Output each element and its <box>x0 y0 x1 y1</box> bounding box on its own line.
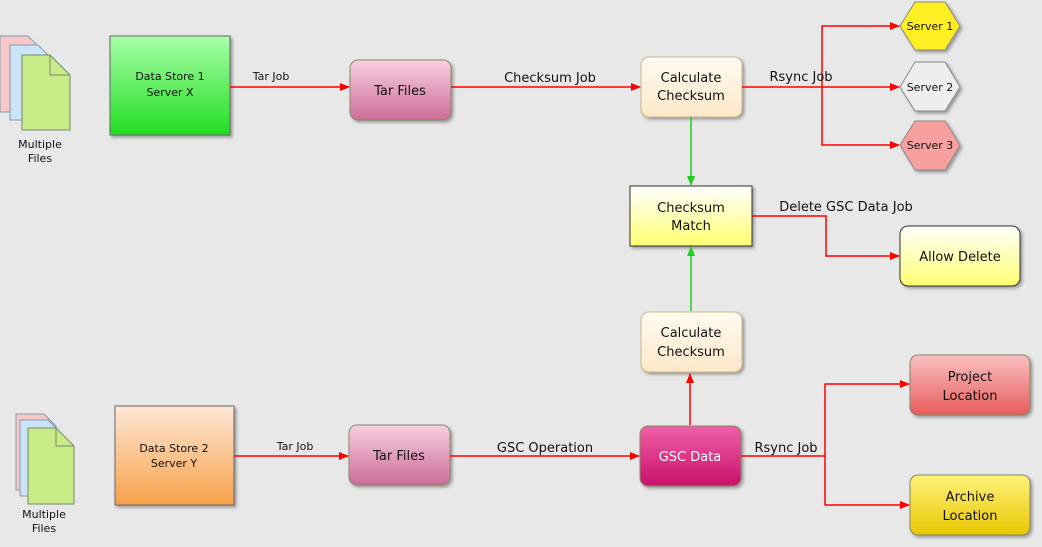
data-store-1-line2: Server X <box>146 86 194 99</box>
server-2-hexagon <box>899 61 961 112</box>
checksum-match-box <box>629 185 753 247</box>
multiple-files-bottom-icon <box>15 413 75 505</box>
server-1-hexagon <box>899 1 961 51</box>
edge-rsync-server-3 <box>821 87 900 149</box>
archive-location-line2: Location <box>943 509 998 524</box>
data-store-2-box <box>114 405 235 506</box>
tar-files-top-label: Tar Files <box>373 84 426 99</box>
checksum-match-line2: Match <box>671 219 711 234</box>
data-store-2-line1: Data Store 2 <box>139 442 208 455</box>
data-store-2-line2: Server Y <box>151 457 198 470</box>
data-store-1-line1: Data Store 1 <box>135 70 204 83</box>
label-delete-gsc-data-job: Delete GSC Data Job <box>779 200 913 215</box>
multiple-files-top-line2: Files <box>28 152 52 165</box>
label-checksum-job: Checksum Job <box>504 71 596 86</box>
label-rsync-job-top: Rsync Job <box>769 70 832 85</box>
multiple-files-bottom-line1: Multiple <box>22 508 66 521</box>
calc-checksum-bottom-line2: Checksum <box>657 345 725 360</box>
label-tar-job-top: Tar Job <box>252 70 290 83</box>
allow-delete-label: Allow Delete <box>919 250 1001 265</box>
calc-checksum-top-line2: Checksum <box>657 89 725 104</box>
tar-files-bottom-box <box>348 424 451 486</box>
multiple-files-bottom-line2: Files <box>32 522 56 535</box>
data-store-1-box <box>109 35 231 136</box>
label-tar-job-bottom: Tar Job <box>276 440 314 453</box>
calc-checksum-top-line1: Calculate <box>661 71 722 86</box>
project-location-line1: Project <box>948 370 992 385</box>
calc-checksum-bottom-box <box>640 311 743 373</box>
server-3-label: Server 3 <box>907 139 954 152</box>
server-3-hexagon <box>899 120 961 171</box>
calc-checksum-top-box <box>640 56 743 118</box>
server-2-label: Server 2 <box>907 81 954 94</box>
label-gsc-operation: GSC Operation <box>497 441 593 456</box>
project-location-line2: Location <box>943 389 998 404</box>
multiple-files-top-line1: Multiple <box>18 138 62 151</box>
calc-checksum-bottom-line1: Calculate <box>661 326 722 341</box>
server-1-label: Server 1 <box>907 20 954 33</box>
edge-rsync-project-location <box>741 380 910 457</box>
tar-files-bottom-label: Tar Files <box>372 449 425 464</box>
tar-files-top-box <box>349 59 452 121</box>
gsc-data-label: GSC Data <box>659 450 722 465</box>
project-location-box <box>909 354 1031 416</box>
edge-rsync-archive-location <box>824 456 910 509</box>
multiple-files-top-icon <box>0 35 71 131</box>
edge-delete-gsc-data-job <box>752 215 900 260</box>
label-rsync-job-bottom: Rsync Job <box>754 441 817 456</box>
allow-delete-box <box>899 225 1021 287</box>
edge-rsync-server-1 <box>742 22 900 88</box>
archive-location-line1: Archive <box>946 490 995 505</box>
checksum-match-line1: Checksum <box>657 201 725 216</box>
archive-location-box <box>909 474 1031 536</box>
